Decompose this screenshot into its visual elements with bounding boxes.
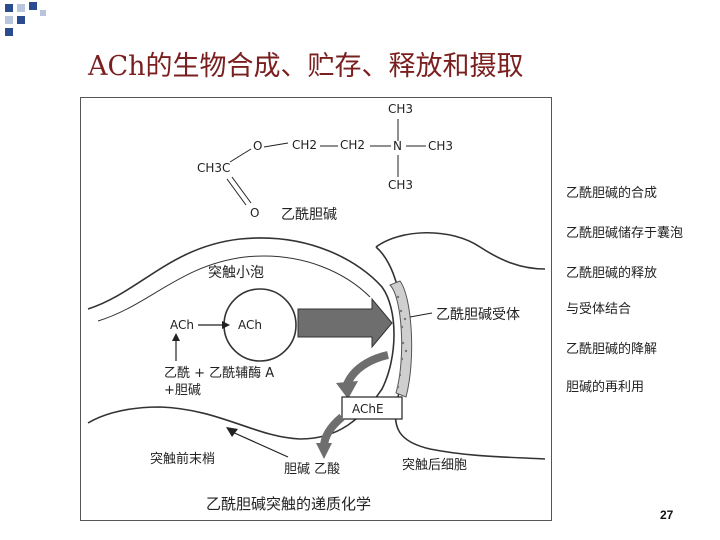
postsynaptic-label: 突触后细胞	[402, 457, 467, 473]
reuptake-arrow	[229, 430, 289, 458]
page-number: 27	[660, 508, 674, 522]
synthesis-label-1: 乙酰 + 乙酰辅酶 A	[164, 365, 274, 381]
slide-title: ACh的生物合成、贮存、释放和摄取	[88, 51, 524, 82]
step-synthesis: 乙酰胆碱的合成	[566, 186, 658, 201]
receptor-label: 乙酰胆碱受体	[436, 307, 520, 323]
step-degradation: 乙酰胆碱的降解	[566, 342, 658, 357]
molecule-name: 乙酰胆碱	[281, 207, 337, 223]
corner-decoration	[5, 2, 46, 36]
postsynaptic-membrane-top	[375, 232, 546, 270]
vesicle-label: 突触小泡	[208, 265, 264, 281]
step-storage: 乙酰胆碱储存于囊泡	[566, 226, 684, 241]
step-release: 乙酰胆碱的释放	[566, 266, 658, 281]
molecule-ch2-b: CH2	[340, 138, 365, 152]
molecule-o-ester: O	[253, 139, 262, 153]
synthesis-label-2: +胆碱	[164, 383, 201, 398]
molecule-ch3c: CH3C	[197, 161, 230, 175]
molecule-o-carbonyl: O	[250, 206, 259, 220]
figure-caption: 乙酰胆碱突触的递质化学	[206, 495, 371, 513]
ach-inside-label: ACh	[238, 318, 262, 332]
synapse-diagram: CH3 N CH3 CH3 CH2 CH2 O CH3C O 乙酰胆碱 ACh …	[80, 97, 552, 521]
molecule-ch2-a: CH2	[292, 138, 317, 152]
presynaptic-membrane-inner	[97, 255, 371, 322]
products-label: 胆碱 乙酸	[284, 462, 340, 477]
molecule-ch3-top: CH3	[388, 102, 413, 116]
ache-label: AChE	[352, 402, 384, 416]
release-arrow	[297, 297, 393, 349]
molecule-ch3-bottom: CH3	[388, 178, 413, 192]
ach-outside-label: ACh	[170, 318, 194, 332]
step-receptor-binding: 与受体结合	[566, 302, 632, 317]
molecule-n: N	[393, 139, 402, 153]
receptor-region	[389, 280, 413, 398]
ach-molecule: CH3 N CH3 CH3 CH2 CH2 O CH3C O 乙酰胆碱	[197, 102, 453, 223]
ache-box	[341, 396, 403, 420]
step-choline-reuse: 胆碱的再利用	[566, 380, 645, 395]
receptor-dots	[396, 295, 408, 389]
presynaptic-membrane	[87, 237, 395, 440]
molecule-ch3-right: CH3	[428, 139, 453, 153]
presynaptic-label: 突触前末梢	[150, 451, 215, 467]
